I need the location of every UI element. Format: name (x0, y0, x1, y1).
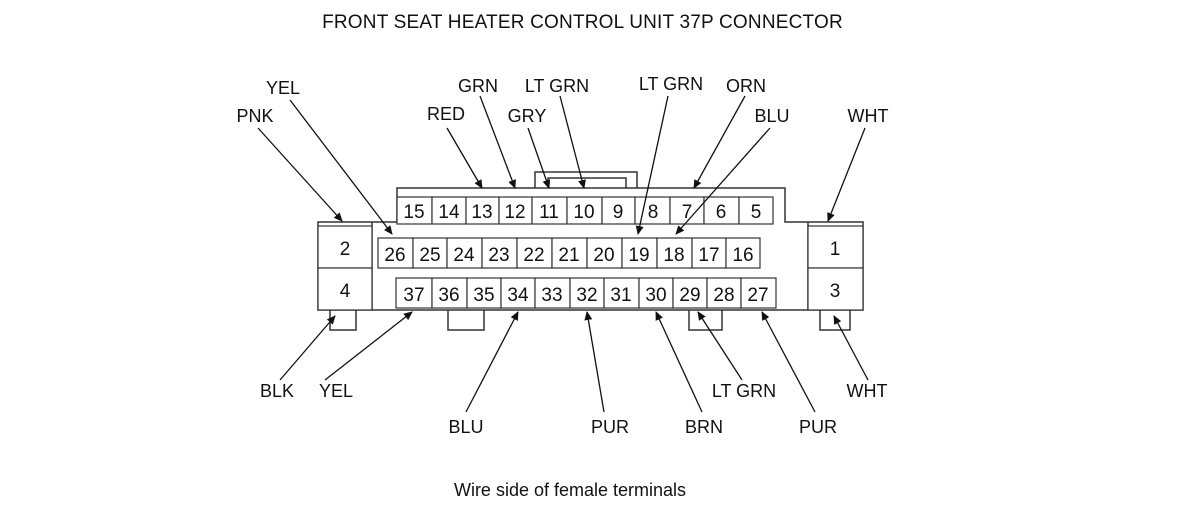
wire-label-pin-12: GRN (458, 76, 498, 96)
wire-label-pin-7: ORN (726, 76, 766, 96)
pin-7: 7 (682, 202, 693, 223)
diagram-title: FRONT SEAT HEATER CONTROL UNIT 37P CONNE… (322, 12, 843, 33)
pin-33: 33 (541, 285, 562, 306)
wire-label-pin-10: LT GRN (525, 76, 589, 96)
pin-1: 1 (830, 239, 841, 260)
pin-23: 23 (488, 245, 509, 266)
leader-pin-1 (827, 127, 866, 222)
pin-20: 20 (593, 245, 614, 266)
wire-labels: PNK YEL RED GRN GRY LT GRN LT GRN ORN BL… (236, 74, 888, 437)
pin-18: 18 (663, 245, 684, 266)
leader-pin-2 (257, 127, 343, 222)
pin-32: 32 (576, 285, 597, 306)
pin-9: 9 (613, 202, 624, 223)
wire-label-pin-32: PUR (591, 417, 629, 437)
pin-cell-2 (317, 225, 373, 269)
pin-5: 5 (751, 202, 762, 223)
pin-cell-1 (807, 225, 864, 269)
pin-31: 31 (610, 285, 631, 306)
leader-pin-18 (675, 127, 771, 235)
pin-28: 28 (713, 285, 734, 306)
wire-label-pin-2: PNK (236, 106, 273, 126)
wire-label-pin-37: YEL (319, 381, 353, 401)
pin-3: 3 (830, 281, 841, 302)
wire-label-pin-19: LT GRN (639, 74, 703, 94)
leader-pin-29 (697, 311, 743, 381)
leader-pin-27 (761, 311, 816, 413)
pin-36: 36 (438, 285, 459, 306)
wire-label-pin-18: BLU (754, 106, 789, 126)
pin-21: 21 (558, 245, 579, 266)
pin-17: 17 (698, 245, 719, 266)
bottom-row-cells (395, 277, 777, 309)
pin-cell-3 (807, 267, 864, 311)
leader-pin-10 (559, 95, 586, 189)
top-row-cells (396, 196, 774, 225)
pin-cell-4 (317, 267, 373, 311)
wire-label-pin-3: WHT (847, 381, 888, 401)
pin-16: 16 (732, 245, 753, 266)
pin-34: 34 (507, 285, 529, 306)
middle-row-cells (377, 237, 761, 269)
pin-14: 14 (438, 202, 460, 223)
pin-22: 22 (523, 245, 544, 266)
leader-pin-30 (655, 311, 703, 413)
leader-pin-26 (289, 99, 393, 235)
pin-35: 35 (473, 285, 494, 306)
pin-8: 8 (648, 202, 659, 223)
side-cells (317, 225, 864, 311)
leader-pin-3 (833, 315, 869, 381)
pin-37: 37 (403, 285, 424, 306)
pin-6: 6 (716, 202, 727, 223)
pin-10: 10 (573, 202, 594, 223)
pin-2: 2 (340, 239, 351, 260)
pin-numbers: 2 4 1 3 15 14 13 12 11 10 9 8 7 6 5 26 2… (340, 202, 841, 306)
leader-pin-13 (446, 127, 483, 189)
wire-label-pin-29: LT GRN (712, 381, 776, 401)
leader-pin-4 (279, 315, 336, 381)
wire-label-pin-1: WHT (848, 106, 889, 126)
wire-label-pin-11: GRY (508, 106, 547, 126)
leader-pin-11 (527, 127, 551, 189)
pin-19: 19 (628, 245, 649, 266)
leader-pin-19 (635, 95, 669, 235)
pin-26: 26 (384, 245, 405, 266)
leader-pin-37 (324, 311, 413, 381)
pin-12: 12 (504, 202, 525, 223)
leader-pin-32 (584, 311, 605, 413)
pin-13: 13 (471, 202, 492, 223)
pin-27: 27 (747, 285, 768, 306)
wire-label-pin-27: PUR (799, 417, 837, 437)
pin-29: 29 (679, 285, 700, 306)
diagram-caption: Wire side of female terminals (453, 480, 687, 500)
wire-label-pin-30: BRN (685, 417, 723, 437)
leader-pin-34 (465, 311, 519, 413)
leader-pin-7 (693, 95, 746, 189)
wire-label-pin-34: BLU (448, 417, 483, 437)
pin-24: 24 (453, 245, 475, 266)
pin-25: 25 (419, 245, 440, 266)
leader-pin-12 (479, 95, 516, 189)
wire-label-pin-13: RED (427, 104, 465, 124)
pin-4: 4 (340, 281, 351, 302)
pin-30: 30 (645, 285, 666, 306)
pin-15: 15 (403, 202, 424, 223)
wire-label-pin-4: BLK (260, 381, 294, 401)
wire-label-pin-26: YEL (266, 78, 300, 98)
leader-lines (257, 95, 869, 413)
pin-11: 11 (539, 202, 559, 223)
